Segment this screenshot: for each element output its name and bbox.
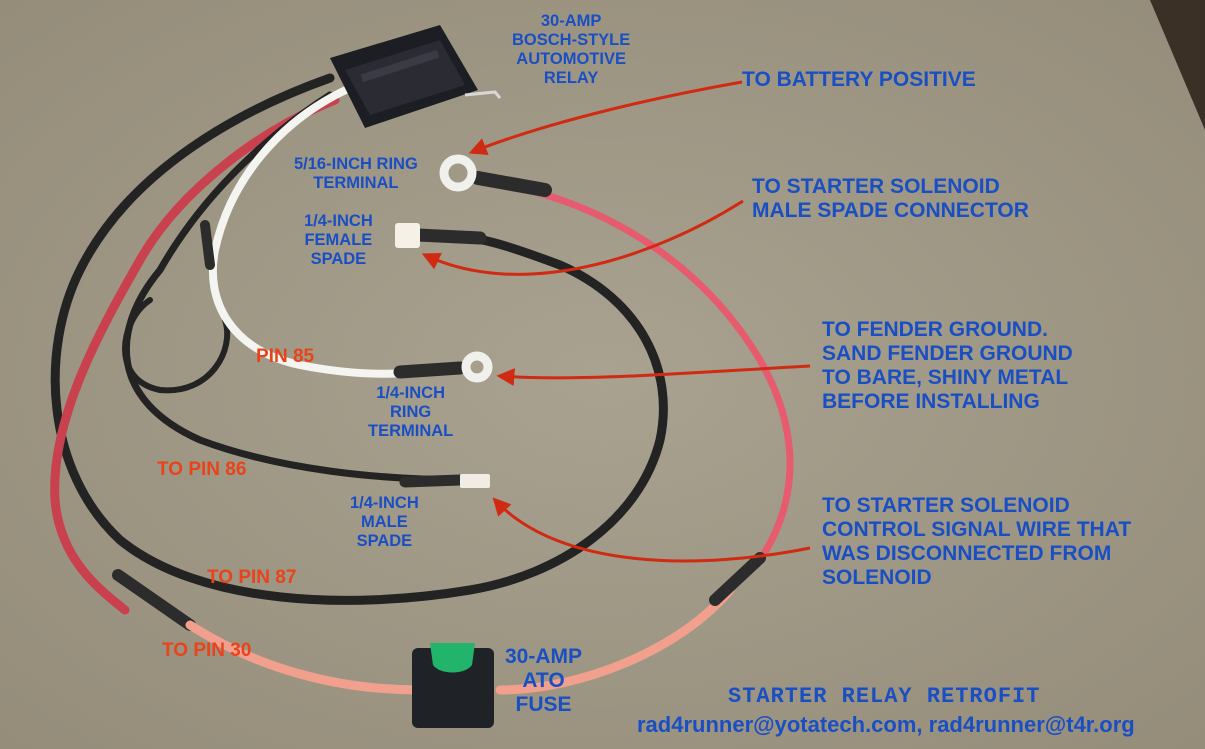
ring-terminal-516 xyxy=(439,154,477,192)
wire-pink-fuse-out xyxy=(495,585,735,695)
wire-red-pin30 xyxy=(50,95,340,615)
arrow-battery xyxy=(468,80,743,156)
label-ring-516: 5/16-INCH RING TERMINAL xyxy=(294,155,418,192)
label-fuse: 30-AMP ATO FUSE xyxy=(505,645,583,717)
heatshrink-pin30 xyxy=(112,569,196,631)
dark-corner xyxy=(1150,0,1205,130)
wire-black-loop xyxy=(122,297,231,394)
wire-black-pin87 xyxy=(50,73,668,605)
label-relay: 30-AMP BOSCH-STYLE AUTOMOTIVE RELAY xyxy=(512,12,631,87)
female-spade-connector xyxy=(395,223,420,248)
heatshrink-ring14 xyxy=(393,361,467,379)
callout-battery: TO BATTERY POSITIVE xyxy=(742,68,976,91)
arrow-fender-ground xyxy=(496,364,811,387)
arrow-control-signal xyxy=(492,497,811,563)
diagram-title: STARTER RELAY RETROFIT xyxy=(728,684,1041,709)
heatshrink-male xyxy=(399,474,466,488)
label-female-spade: 1/4-INCH FEMALE SPADE xyxy=(304,212,373,268)
label-pin86: TO PIN 86 xyxy=(157,459,247,480)
heatshrink-female xyxy=(411,228,487,245)
fuse-holder xyxy=(412,643,494,728)
author-credits: rad4runner@yotatech.com, rad4runner@t4r.… xyxy=(637,712,1135,737)
callout-fender-ground: TO FENDER GROUND. SAND FENDER GROUND TO … xyxy=(822,318,1073,414)
heatshrink-pin85 xyxy=(200,220,215,270)
callout-control-signal: TO STARTER SOLENOID CONTROL SIGNAL WIRE … xyxy=(822,494,1132,590)
arrow-solenoid-spade xyxy=(421,199,744,276)
heatshrink-red-battery xyxy=(709,552,766,606)
label-pin30: TO PIN 30 xyxy=(162,640,252,661)
label-pin85: PIN 85 xyxy=(256,346,315,367)
ring-terminal-14 xyxy=(461,351,493,383)
wire-pink-fuse xyxy=(185,620,425,695)
label-male-spade: 1/4-INCH MALE SPADE xyxy=(350,494,419,550)
heatshrink-ring516 xyxy=(471,171,552,197)
relay-body xyxy=(330,25,502,128)
label-ring-14: 1/4-INCH RING TERMINAL xyxy=(368,384,454,440)
label-pin87: TO PIN 87 xyxy=(207,567,297,588)
wire-red-battery xyxy=(486,178,794,564)
male-spade-connector xyxy=(460,474,490,488)
wire-white-pin85 xyxy=(208,84,424,378)
callout-solenoid-spade: TO STARTER SOLENOID MALE SPADE CONNECTOR xyxy=(752,175,1029,223)
